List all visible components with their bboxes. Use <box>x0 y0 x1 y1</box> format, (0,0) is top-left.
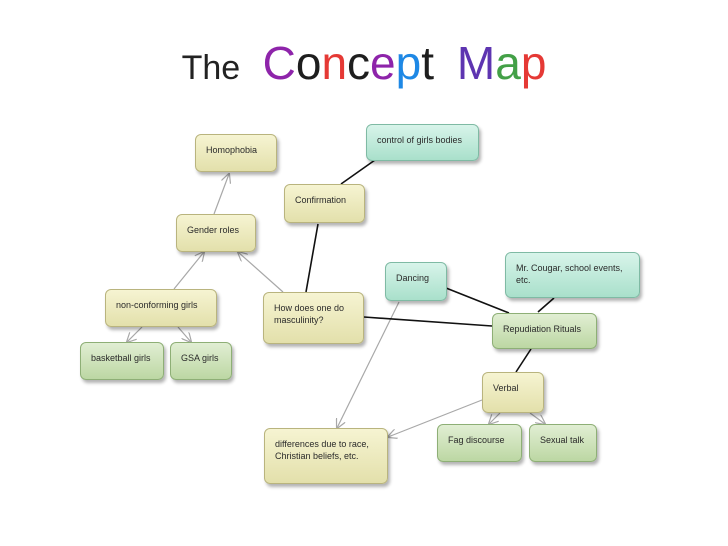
node-differences[interactable]: differences due to race, Christian belie… <box>264 428 388 484</box>
title-letter: o <box>295 37 322 89</box>
title-letter: t <box>421 37 434 89</box>
link-masculinity-to-repudiation <box>363 316 493 327</box>
title-word-map: Map <box>457 37 547 89</box>
arrow-gender-roles-to-homophobia <box>213 174 229 215</box>
node-mr-cougar[interactable]: Mr. Cougar, school events, etc. <box>505 252 640 298</box>
title-letter: c <box>347 37 371 89</box>
link-confirmation-to-control <box>340 159 376 185</box>
title-letter: M <box>456 37 496 89</box>
node-confirmation[interactable]: Confirmation <box>284 184 365 223</box>
title-letter: p <box>520 37 547 89</box>
arrow-nonconforming-to-basketball <box>127 326 143 342</box>
arrow-verbal-to-fag-discourse <box>489 412 501 424</box>
link-repudiation-to-cougar <box>537 297 555 313</box>
arrow-nonconforming-to-gsa <box>177 326 191 342</box>
title-word-concept: Concept <box>263 37 434 89</box>
title-prefix: The <box>181 49 241 87</box>
node-non-conforming-girls[interactable]: non-conforming girls <box>105 289 217 327</box>
node-dancing[interactable]: Dancing <box>385 262 447 301</box>
title-letter: a <box>495 37 521 89</box>
arrow-dancing-to-differences <box>337 301 400 428</box>
arrow-masculinity-to-gender-roles <box>238 252 284 293</box>
node-fag-discourse[interactable]: Fag discourse <box>437 424 522 462</box>
arrow-nonconforming-to-gender-roles <box>173 252 204 290</box>
node-control-girls-bodies[interactable]: control of girls bodies <box>366 124 479 161</box>
arrow-verbal-to-sexual-talk <box>529 412 545 424</box>
title-letter: e <box>370 37 396 89</box>
title-letter: C <box>262 37 296 89</box>
node-repudiation-rituals[interactable]: Repudiation Rituals <box>492 313 597 349</box>
node-basketball-girls[interactable]: basketball girls <box>80 342 164 380</box>
node-how-masculinity[interactable]: How does one do masculinity? <box>263 292 364 344</box>
link-masculinity-to-confirmation <box>305 223 319 293</box>
link-dancing-to-repudiation <box>445 287 510 314</box>
node-gender-roles[interactable]: Gender roles <box>176 214 256 252</box>
link-repudiation-to-verbal <box>515 348 532 373</box>
node-homophobia[interactable]: Homophobia <box>195 134 277 172</box>
node-sexual-talk[interactable]: Sexual talk <box>529 424 597 462</box>
node-verbal[interactable]: Verbal <box>482 372 544 413</box>
arrow-verbal-to-differences <box>388 399 483 437</box>
title-letter: n <box>321 37 348 89</box>
title-letter: p <box>395 37 422 89</box>
page-title: The Concept Map <box>0 40 728 86</box>
node-gsa-girls[interactable]: GSA girls <box>170 342 232 380</box>
